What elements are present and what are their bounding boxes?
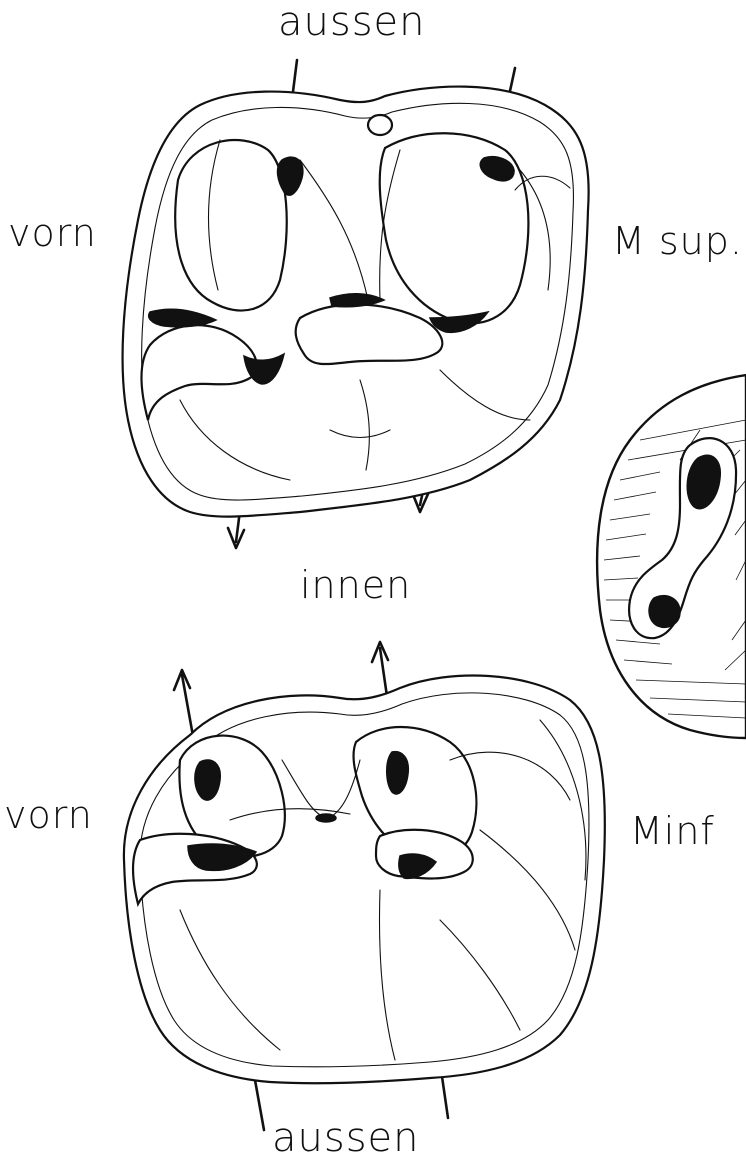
label-top-outer: aussen bbox=[278, 2, 426, 42]
label-middle-inner: innen bbox=[300, 566, 411, 604]
lower-molar bbox=[124, 642, 605, 1130]
label-bottom-outer: aussen bbox=[272, 1118, 420, 1158]
partial-molar-sketch bbox=[597, 375, 746, 738]
lower-pit-1 bbox=[195, 760, 220, 800]
upper-molar bbox=[123, 60, 589, 548]
partial-molar-pit-2 bbox=[649, 596, 680, 628]
label-lower-front: vorn bbox=[4, 796, 93, 834]
label-upper-tooth: M sup. bbox=[612, 222, 743, 260]
upper-cusp-paracone bbox=[175, 140, 287, 311]
label-lower-tooth: Minf bbox=[630, 812, 715, 850]
label-upper-front: vorn bbox=[8, 214, 97, 252]
upper-foramen bbox=[368, 115, 392, 135]
